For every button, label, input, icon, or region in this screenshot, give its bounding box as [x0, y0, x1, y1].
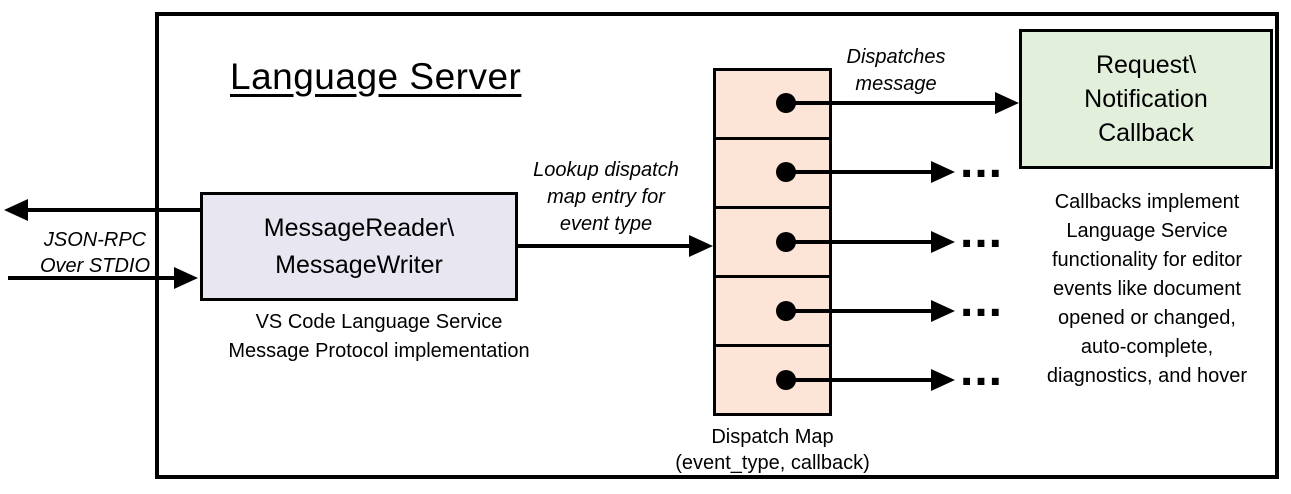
dispatch-map [713, 68, 832, 416]
dispatch-map-caption-line-2: (event_type, callback) [675, 452, 870, 474]
dispatch-map-cell-5 [716, 344, 829, 413]
lookup-dispatch-label: Lookup dispatch map entry for event type [533, 159, 679, 235]
dispatch-map-cell-2 [716, 137, 829, 206]
reader-box-caption: VS Code Language Service Message Protoco… [193, 308, 565, 366]
json-rpc-label: JSON-RPC Over STDIO [39, 229, 150, 277]
language-server-boundary [155, 12, 1279, 479]
dispatch-map-cell-4 [716, 275, 829, 344]
callbacks-note: Callbacks implement Language Service fun… [1046, 191, 1248, 387]
callback-box-line-2: Notification [1084, 85, 1208, 113]
dispatch-map-caption: Dispatch Map (event_type, callback) [632, 424, 913, 476]
callback-box-line-1: Request\ [1095, 51, 1197, 79]
reader-caption-line-2: Message Protocol implementation [228, 340, 530, 362]
dispatches-message-label: Dispatches message [846, 46, 946, 95]
reader-box-line-2: MessageWriter [275, 250, 443, 279]
reader-caption-line-1: VS Code Language Service [255, 311, 503, 333]
message-reader-writer-box: MessageReader\ MessageWriter [200, 192, 518, 301]
diagram-title: Language Server [230, 56, 522, 97]
callback-box-line-3: Callback [1098, 119, 1194, 147]
reader-box-line-1: MessageReader\ [263, 213, 455, 242]
dispatch-map-caption-line-1: Dispatch Map [711, 426, 834, 448]
dispatch-map-cell-1 [716, 71, 829, 137]
dispatch-map-cell-3 [716, 206, 829, 275]
request-notification-callback-box: Request\ Notification Callback [1019, 29, 1273, 169]
